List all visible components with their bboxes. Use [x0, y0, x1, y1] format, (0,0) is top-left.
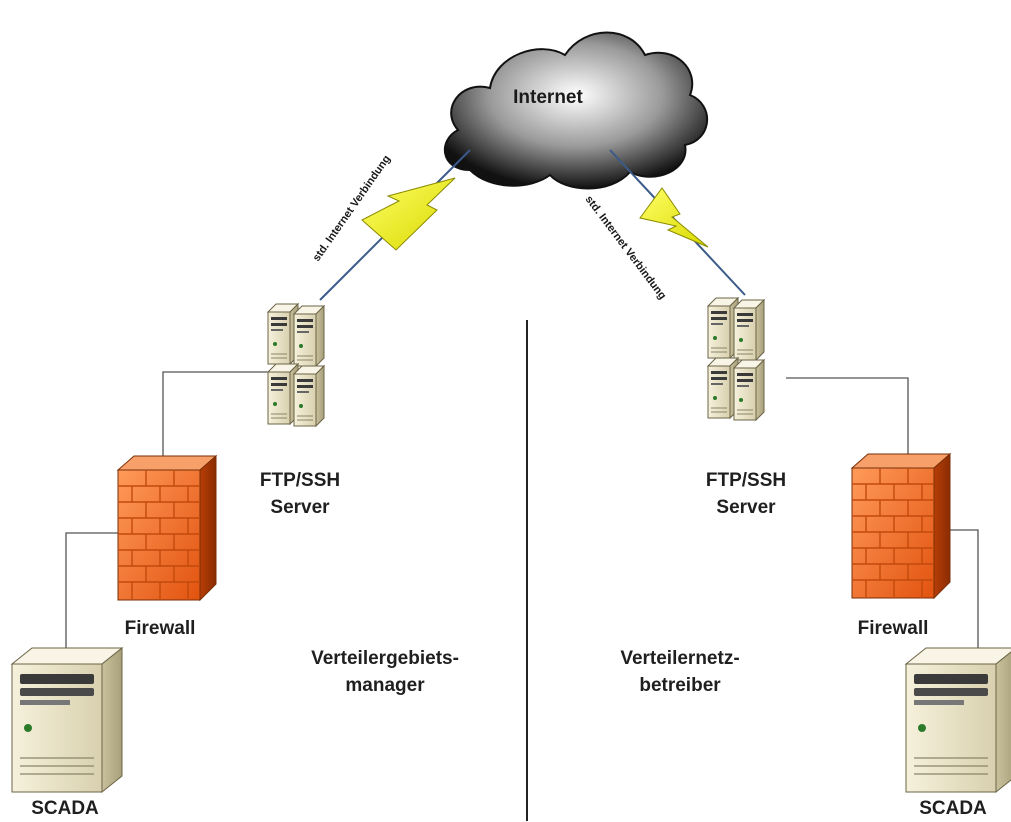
left-role-label: Verteilergebiets- manager: [280, 645, 490, 699]
right-server-label: FTP/SSH Server: [686, 467, 806, 521]
right-server-label-line1: FTP/SSH: [705, 470, 787, 491]
left-lightning-icon: [361, 177, 456, 251]
right-server-cluster-icon: [708, 298, 764, 420]
left-wiring: [65, 371, 270, 650]
right-lightning-icon: [639, 187, 709, 248]
internet-label: Internet: [513, 87, 583, 108]
left-server-label: FTP/SSH Server: [240, 467, 360, 521]
left-firewall-label: Firewall: [124, 618, 196, 639]
right-scada-label: SCADA: [919, 798, 987, 819]
right-scada-icon: [905, 647, 1011, 793]
left-role-label-line1: Verteilergebiets-: [311, 648, 459, 669]
right-firewall-label: Firewall: [857, 618, 929, 639]
left-server-label-line1: FTP/SSH: [259, 470, 341, 491]
left-server-cluster-icon: [268, 304, 324, 426]
internet-cloud-icon: [443, 31, 708, 190]
left-server-label-line2: Server: [270, 497, 330, 518]
right-role-label-line2: betreiber: [639, 675, 721, 696]
right-role-label: Verteilernetz- betreiber: [590, 645, 770, 699]
left-role-label-line2: manager: [345, 675, 425, 696]
right-role-label-line1: Verteilernetz-: [620, 648, 740, 669]
left-scada-icon: [11, 647, 123, 793]
left-firewall-icon: [117, 455, 217, 601]
right-server-label-line2: Server: [716, 497, 776, 518]
right-firewall-icon: [851, 453, 951, 599]
left-scada-label: SCADA: [31, 798, 99, 819]
left-connection-label: std. Internet Verbindung: [311, 153, 393, 264]
